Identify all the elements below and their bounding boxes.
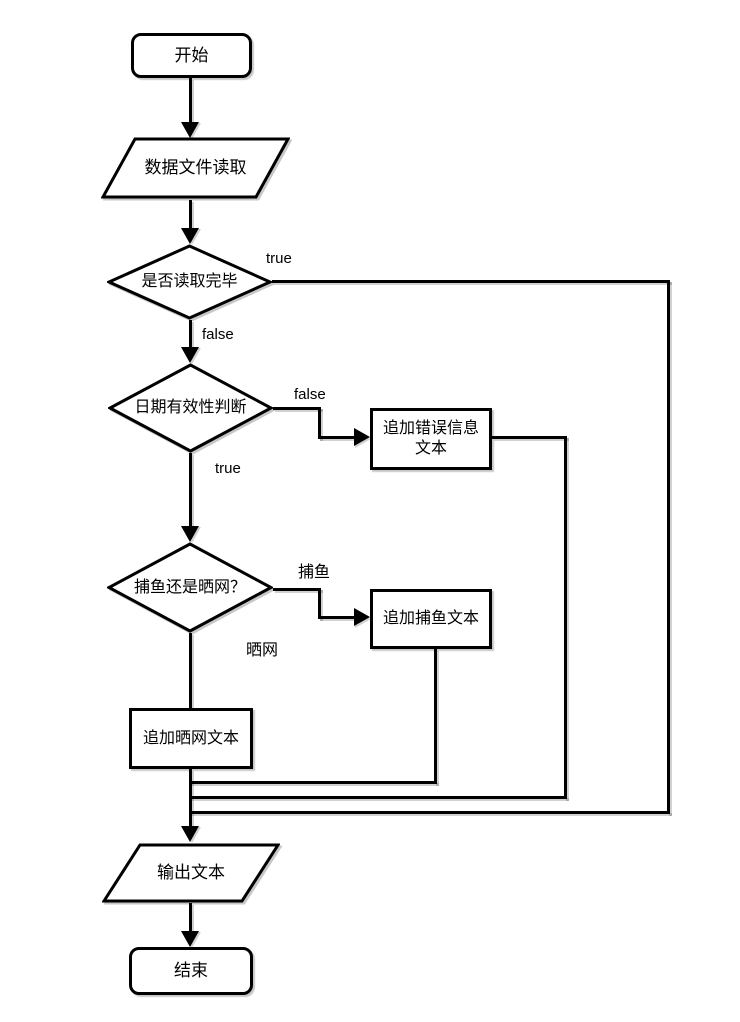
edge-label-read-done-true: true — [265, 250, 293, 268]
diamond-shape — [107, 244, 272, 320]
output-text-label: 输出文本 — [157, 863, 225, 883]
arrowhead-output — [181, 826, 199, 842]
arrowhead-readfile-readdone — [181, 228, 199, 244]
edge-label-date-valid-true: true — [214, 460, 242, 478]
edge-merge-trunk — [189, 769, 192, 826]
edge-fish-h2 — [318, 616, 356, 619]
arrowhead-fish — [354, 608, 370, 626]
append-net-node: 追加晒网文本 — [129, 708, 253, 769]
append-error-label: 追加错误信息文本 — [382, 420, 479, 457]
edge-readdone-true-v — [667, 280, 670, 814]
edge-readdone-true-h — [272, 280, 670, 283]
edge-datevalid-false-h2 — [318, 436, 356, 439]
edge-label-read-done-false: false — [201, 326, 235, 344]
parallelogram-shape — [102, 843, 280, 903]
date-valid-decision: 日期有效性判断 — [108, 363, 273, 453]
edge-label-date-valid-false: false — [293, 386, 327, 404]
edge-fish-v — [318, 588, 321, 619]
edge-appendfish-return — [190, 781, 437, 784]
end-label: 结束 — [174, 961, 208, 981]
date-valid-label: 日期有效性判断 — [134, 399, 247, 416]
edge-label-fish-branch: 捕鱼 — [297, 564, 332, 582]
edge-appenderror-return — [190, 796, 567, 799]
read-file-label: 数据文件读取 — [144, 158, 247, 178]
parallelogram-shape — [101, 137, 290, 199]
arrowhead-readdone-false — [181, 347, 199, 363]
arrowhead-datevalid-false — [354, 428, 370, 446]
read-file-node: 数据文件读取 — [101, 137, 290, 199]
fish-or-net-label: 捕鱼还是晒网？ — [133, 578, 246, 596]
append-fish-node: 追加捕鱼文本 — [370, 589, 492, 649]
read-done-decision: 是否读取完毕 — [107, 244, 272, 320]
edge-appenderror-out-h — [492, 436, 567, 439]
edge-output-end — [189, 903, 192, 932]
arrowhead-start-readfile — [181, 122, 199, 138]
append-fish-label: 追加捕鱼文本 — [382, 610, 479, 627]
edge-datevalid-true — [189, 453, 192, 527]
start-label: 开始 — [174, 45, 209, 65]
append-net-label: 追加晒网文本 — [142, 729, 239, 747]
edge-appenderror-out-v — [564, 436, 567, 799]
read-done-label: 是否读取完毕 — [141, 273, 238, 290]
append-error-node: 追加错误信息文本 — [370, 408, 492, 470]
diamond-shape — [107, 542, 273, 633]
arrowhead-datevalid-true — [181, 526, 199, 542]
edge-readdone-false — [189, 320, 192, 348]
diamond-shape — [108, 363, 273, 453]
end-node: 结束 — [129, 947, 253, 995]
edge-readfile-readdone — [189, 200, 192, 230]
edge-datevalid-false-h1 — [273, 407, 321, 410]
edge-datevalid-false-v — [318, 407, 321, 439]
edge-net-down — [189, 633, 192, 709]
edge-appendfish-out-v — [434, 649, 437, 784]
edge-readdone-true-return — [190, 811, 670, 814]
start-node: 开始 — [131, 33, 252, 78]
edge-start-readfile — [189, 78, 192, 126]
fish-or-net-decision: 捕鱼还是晒网？ — [107, 542, 273, 633]
output-text-node: 输出文本 — [102, 843, 280, 903]
edge-label-net-branch: 晒网 — [245, 642, 280, 660]
arrowhead-end — [181, 931, 199, 947]
edge-fish-h1 — [273, 588, 321, 591]
